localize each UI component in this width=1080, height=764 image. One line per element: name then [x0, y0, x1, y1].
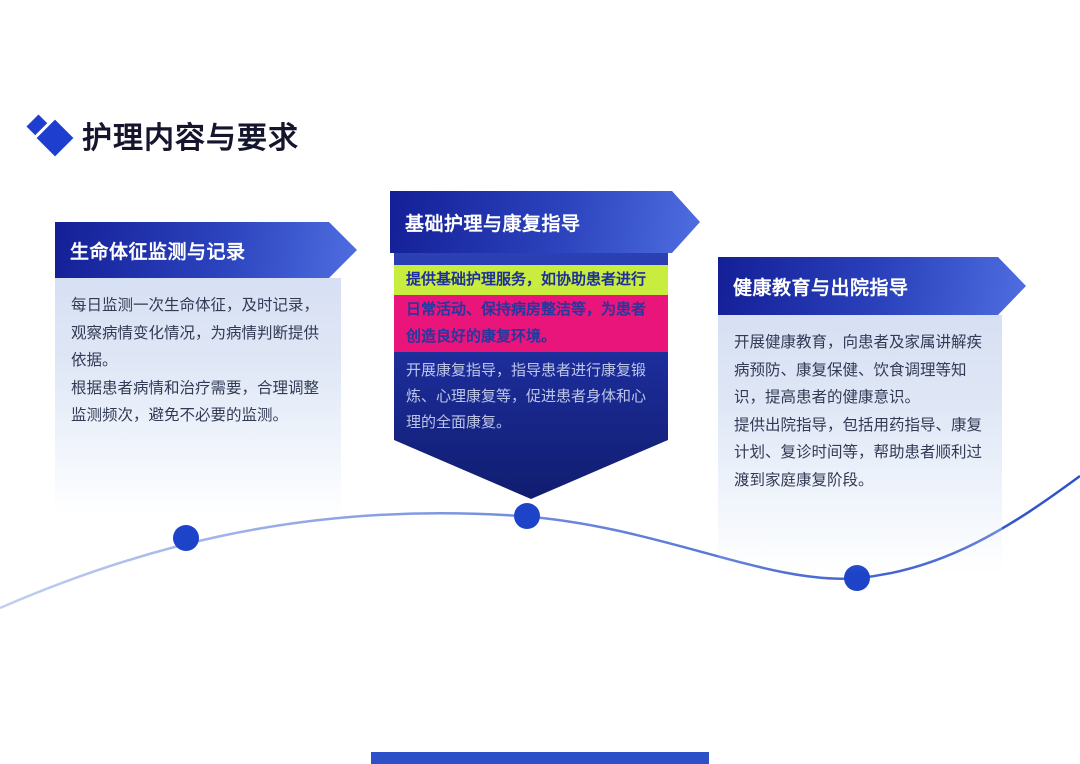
highlighted-text-green: 提供基础护理服务，如协助患者进行 — [394, 265, 668, 296]
diamond-icon — [26, 110, 74, 160]
card-title-banner: 生命体征监测与记录 — [55, 222, 357, 278]
card-text: 每日监测一次生命体征，及时记录，观察病情变化情况，为病情判断提供依据。 根据患者… — [71, 297, 320, 425]
card-text: 开展健康教育，向患者及家属讲解疾病预防、康复保健、饮食调理等知识，提高患者的健康… — [734, 334, 983, 489]
highlighted-text-pink: 日常活动、保持病房整洁等，为患者创造良好的康复环境。 — [394, 295, 668, 352]
card-title: 生命体征监测与记录 — [70, 241, 246, 263]
timeline-dot — [173, 525, 199, 551]
card-title-banner: 健康教育与出院指导 — [718, 257, 1026, 315]
page-title: 护理内容与要求 — [82, 122, 299, 155]
card-body: 开展健康教育，向患者及家属讲解疾病预防、康复保健、饮食调理等知识，提高患者的健康… — [718, 315, 1002, 573]
timeline-dot — [514, 503, 540, 529]
card-title: 健康教育与出院指导 — [733, 277, 909, 299]
card-title-banner: 基础护理与康复指导 — [390, 191, 700, 253]
bottom-decor-bar — [371, 752, 709, 764]
slide-header: 护理内容与要求 — [26, 110, 299, 160]
card-title: 基础护理与康复指导 — [405, 213, 581, 235]
card-body: 每日监测一次生命体征，及时记录，观察病情变化情况，为病情判断提供依据。 根据患者… — [55, 278, 341, 516]
card-body: 提供基础护理服务，如协助患者进行 日常活动、保持病房整洁等，为患者创造良好的康复… — [394, 253, 668, 499]
card-text: 开展康复指导，指导患者进行康复锻炼、心理康复等，促进患者身体和心理的全面康复。 — [406, 361, 647, 432]
